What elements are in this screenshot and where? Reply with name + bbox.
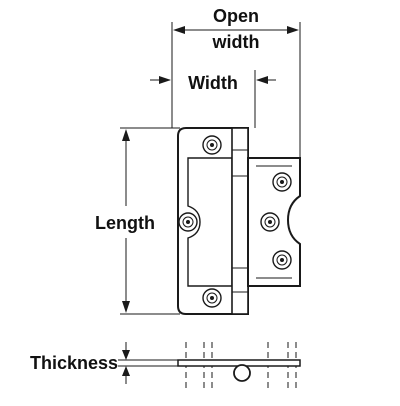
screw-hole-icon [272, 250, 292, 270]
open-width-label-line2: width [212, 32, 260, 52]
screw-hole-icon [260, 212, 280, 232]
leaf-knuckle [231, 127, 249, 315]
open-width-dimension: Open width [171, 6, 301, 158]
width-label: Width [188, 73, 238, 93]
arrow-right-icon [159, 76, 171, 84]
screw-hole-icon [202, 135, 222, 155]
length-dimension: Length [95, 127, 180, 315]
length-label: Length [95, 213, 155, 233]
hinge-leaf-plate [177, 127, 249, 315]
leaf-outline [177, 127, 249, 315]
hinge-flap-plate [247, 157, 301, 287]
arrow-down-icon [122, 301, 130, 313]
section-view: Thickness [30, 342, 301, 392]
open-width-label-line1: Open [213, 6, 259, 26]
hinge-pin [233, 364, 251, 382]
arrow-left-icon [173, 26, 185, 34]
screw-hole-icon [178, 212, 198, 232]
width-dimension: Width [150, 70, 276, 128]
leaf-cutout [187, 157, 233, 287]
thickness-label: Thickness [30, 353, 118, 373]
screw-hole-icon [202, 288, 222, 308]
arrow-left-icon [256, 76, 268, 84]
screw-hole-icon [272, 172, 292, 192]
arrow-right-icon [287, 26, 299, 34]
arrow-down-icon [122, 350, 130, 360]
arrow-up-icon [122, 129, 130, 141]
arrow-up-icon [122, 366, 130, 376]
